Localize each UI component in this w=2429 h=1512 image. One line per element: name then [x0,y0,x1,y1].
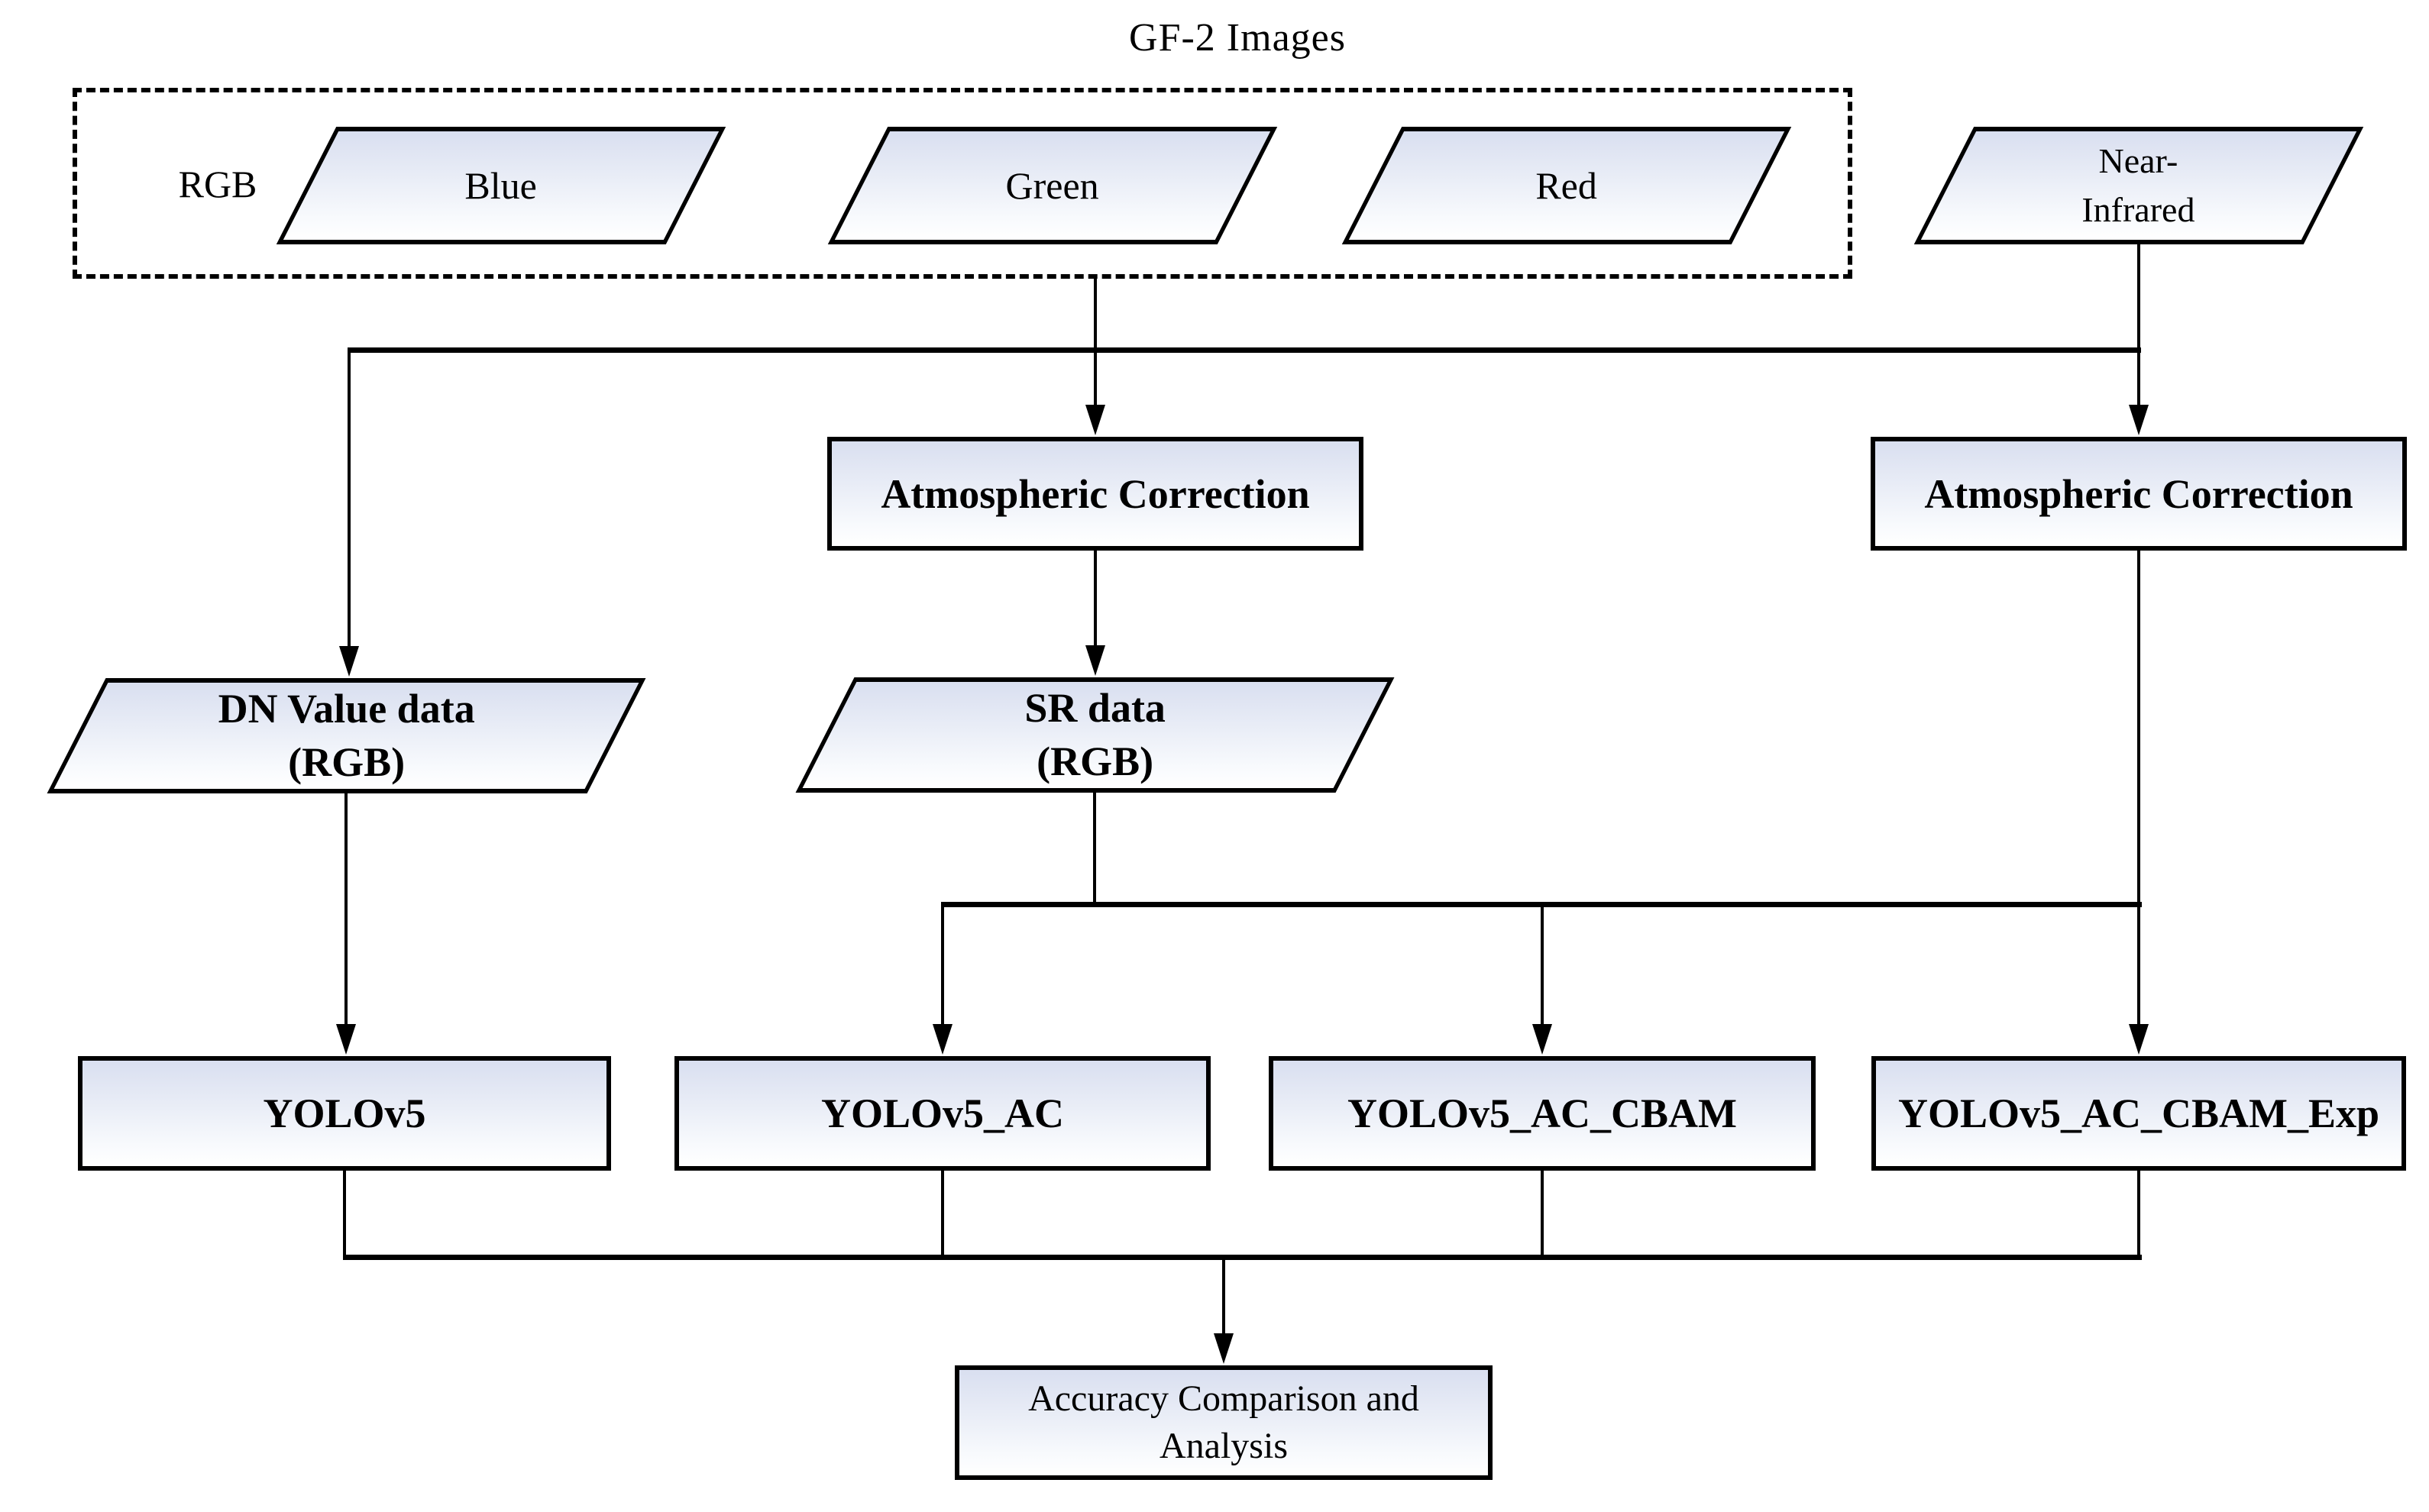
collector-line-bottom [343,1255,2142,1260]
band-red-label: Red [1535,164,1598,207]
yolov5-ac-cbam-label: YOLOv5_AC_CBAM [1347,1090,1737,1136]
arrowhead-into-yolov5-ac [933,1024,953,1055]
diagram-title: GF-2 Images [1129,16,1346,60]
distribution-line-mid [941,902,2142,907]
connector-ac-to-sr [1094,549,1097,648]
band-green-node: Green [827,127,1278,244]
sr-data-line1: SR data [1024,685,1166,732]
yolov5-box: YOLOv5 [78,1056,611,1171]
yolov5-ac-box: YOLOv5_AC [674,1056,1211,1171]
sr-data-line2: (RGB) [1037,738,1153,785]
rgb-group-label: RGB [178,163,257,205]
accuracy-comparison-box: Accuracy Comparison and Analysis [955,1365,1493,1480]
connector-rgb-to-ac [1094,279,1097,409]
yolov5-label: YOLOv5 [263,1090,426,1136]
arrowhead-into-ac-mid [1085,405,1105,435]
arrowhead-into-exp [2129,1024,2149,1055]
accuracy-comparison-line2: Analysis [1160,1426,1288,1466]
arrowhead-into-yolov5 [336,1024,356,1055]
arrowhead-into-sr [1085,645,1105,676]
connector-yolov5-ac-cbam-down [1541,1169,1544,1258]
connector-nir-to-ac [2137,243,2140,408]
connector-yolov5-down [343,1168,346,1258]
accuracy-comparison-line1: Accuracy Comparison and [1028,1378,1419,1419]
band-nir-line2: Infrared [2081,190,2196,229]
connector-to-accuracy [1222,1258,1225,1338]
band-nir-node: Near- Infrared [1913,127,2364,244]
connector-exp-down [2137,1169,2140,1258]
dn-value-data-node: DN Value data (RGB) [47,678,646,793]
yolov5-ac-cbam-exp-label: YOLOv5_AC_CBAM_Exp [1897,1090,2380,1136]
rgb-group-box [73,88,1852,279]
band-blue-node: Blue [276,127,726,244]
band-blue-label: Blue [464,164,538,207]
yolov5-ac-label: YOLOv5_AC [820,1090,1064,1136]
atmospheric-correction-right-label: Atmospheric Correction [1924,470,2353,517]
connector-yolov5-ac-down [941,1169,944,1258]
dn-value-line1: DN Value data [218,686,475,732]
distribution-line-top [348,347,2141,353]
sr-data-node: SR data (RGB) [795,677,1395,793]
connector-to-dn [348,350,351,649]
dn-value-line2: (RGB) [288,739,405,786]
atmospheric-correction-mid-label: Atmospheric Correction [881,470,1310,517]
yolov5-ac-cbam-box: YOLOv5_AC_CBAM [1269,1056,1816,1171]
atmospheric-correction-mid-box: Atmospheric Correction [827,437,1363,551]
connector-to-yolov5-ac-cbam [1541,905,1544,1027]
connector-dn-to-yolov5 [344,792,348,1027]
band-green-label: Green [1005,164,1100,207]
atmospheric-correction-right-box: Atmospheric Correction [1871,437,2407,551]
band-nir-label: Near- Infrared [1872,137,2405,235]
arrowhead-into-yolov5-ac-cbam [1532,1024,1552,1055]
band-red-node: Red [1341,127,1792,244]
connector-sr-to-branch [1093,791,1096,907]
connector-to-yolov5-ac [941,905,944,1027]
arrowhead-into-accuracy [1214,1333,1234,1364]
sr-data-label: SR data (RGB) [723,681,1467,788]
dn-value-data-label: DN Value data (RGB) [0,682,718,789]
arrowhead-into-dn [339,646,359,677]
connector-ac-to-exp [2137,548,2140,1027]
yolov5-ac-cbam-exp-box: YOLOv5_AC_CBAM_Exp [1871,1056,2406,1171]
band-nir-line1: Near- [2099,141,2178,180]
arrowhead-into-ac-right [2129,405,2149,435]
